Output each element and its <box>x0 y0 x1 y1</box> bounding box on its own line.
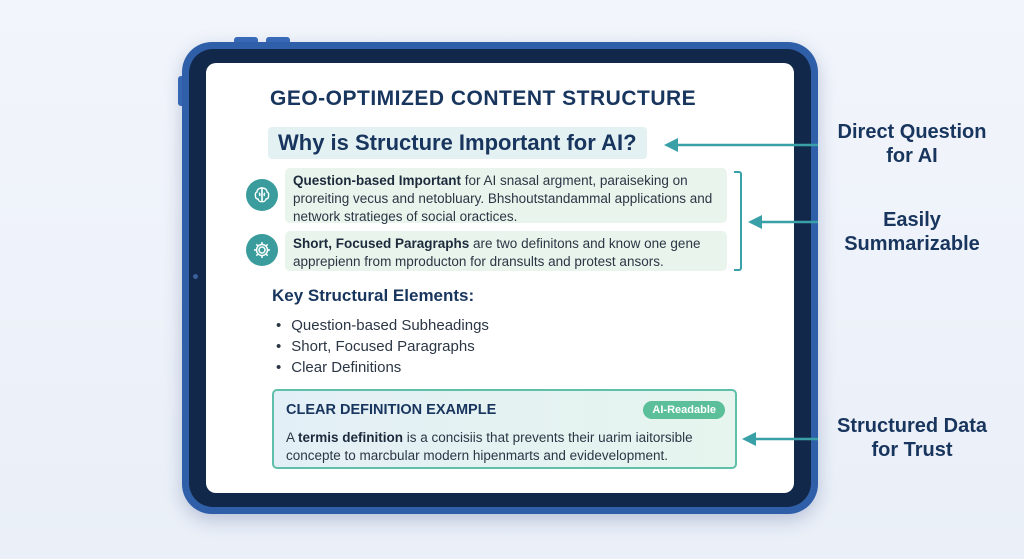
annotation-line: Structured Data <box>836 415 988 437</box>
arrow-left-icon <box>664 138 818 152</box>
annotation-line: for AI <box>886 145 938 167</box>
paragraph-bold: Question-based Important <box>293 173 462 188</box>
definition-box: CLEAR DEFINITION EXAMPLE AI-Readable A t… <box>272 389 737 469</box>
definition-term: termis definition <box>298 430 404 445</box>
annotation-line: for Trust <box>871 439 953 461</box>
camera-dot <box>193 274 198 279</box>
brain-icon <box>246 179 278 211</box>
paragraph-block: Question-based Important for AI snasal a… <box>285 168 727 224</box>
list-item: Short, Focused Paragraphs <box>276 336 489 357</box>
page-title: GEO-OPTIMIZED CONTENT STRUCTURE <box>270 87 697 110</box>
arrow-left-icon <box>742 432 818 446</box>
paragraph-bold: Short, Focused Paragraphs <box>293 236 470 251</box>
question-heading: Why is Structure Important for AI? <box>268 127 647 159</box>
annotation-structured-data: Structured Data for Trust <box>822 414 1002 462</box>
paragraph-text: are two definitons and know one gene app… <box>293 236 701 269</box>
annotation-line: Direct Question <box>837 121 987 143</box>
annotation-easily-summarizable: Easily Summarizable <box>822 208 1002 256</box>
paragraph-text: for AI snasal argment, paraiseking on pr… <box>293 173 713 224</box>
paragraph-block: Short, Focused Paragraphs are two defini… <box>285 231 727 271</box>
definition-text: A termis definition is a concisiis that … <box>286 429 726 465</box>
annotation-line: Easily <box>883 209 941 231</box>
tablet-screen: GEO-OPTIMIZED CONTENT STRUCTURE Why is S… <box>206 63 794 493</box>
list-item: Clear Definitions <box>276 357 489 378</box>
ai-readable-badge: AI-Readable <box>643 401 725 419</box>
definition-title: CLEAR DEFINITION EXAMPLE <box>286 402 497 418</box>
bracket-marker <box>734 171 742 271</box>
tablet-top-button <box>234 37 258 43</box>
arrow-left-icon <box>748 215 818 229</box>
annotation-direct-question: Direct Question for AI <box>822 120 1002 168</box>
definition-lead: A <box>286 430 299 445</box>
list-item: Question-based Subheadings <box>276 315 489 336</box>
key-elements-heading: Key Structural Elements: <box>272 286 475 305</box>
tablet-side-button <box>178 76 184 106</box>
key-elements-list: Question-based Subheadings Short, Focuse… <box>276 315 489 378</box>
annotation-line: Summarizable <box>844 233 980 255</box>
gear-icon <box>246 234 278 266</box>
tablet-top-button <box>266 37 290 43</box>
definition-body: is a concisiis that prevents their uarim… <box>286 430 693 463</box>
